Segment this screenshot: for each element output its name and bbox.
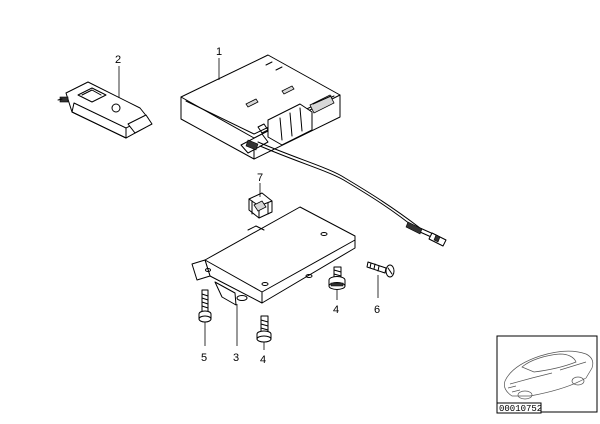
- callout-7: 7: [257, 172, 263, 184]
- callout-3: 3: [233, 352, 239, 364]
- callout-4b: 4: [260, 354, 266, 366]
- callout-5: 5: [201, 352, 207, 364]
- antenna-cable: [245, 139, 447, 247]
- part-6-screw: [366, 261, 395, 278]
- callout-6: 6: [374, 304, 380, 316]
- document-id: 00010752: [499, 404, 542, 414]
- callout-1: 1: [216, 46, 222, 58]
- part-3-mounting-bracket: [191, 206, 356, 306]
- part-7-clip-nut: [248, 192, 273, 219]
- vehicle-thumbnail: 00010752: [496, 335, 598, 414]
- callout-2: 2: [115, 54, 121, 66]
- part-1-control-unit: [180, 54, 341, 160]
- part-5-screw: [198, 289, 212, 323]
- part-4-bolt-lower: [256, 315, 272, 343]
- part-2-amplifier-module: [57, 81, 153, 139]
- callout-4a: 4: [333, 304, 339, 316]
- part-4-bolt-upper: [328, 266, 346, 290]
